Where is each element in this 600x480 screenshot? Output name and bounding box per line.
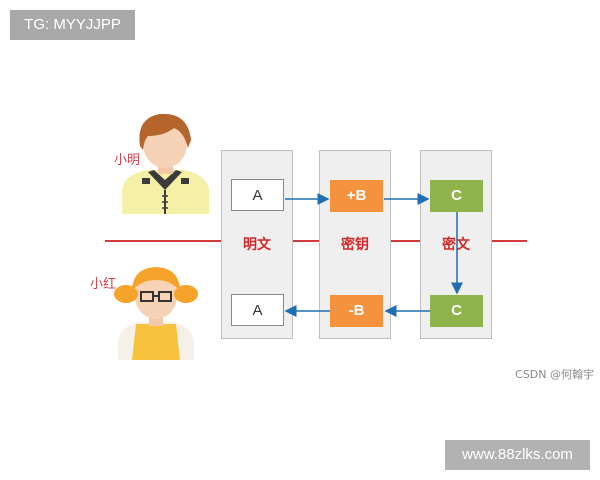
watermark-badge: www.88zlks.com	[445, 440, 590, 470]
person-label-top: 小明	[114, 153, 141, 168]
plaintext-label: 明文	[243, 237, 271, 253]
person-label-bottom: 小红	[90, 277, 117, 292]
key-label: 密钥	[341, 237, 369, 253]
ciphertext-cell-bottom: C	[430, 295, 483, 327]
ciphertext-label: 密文	[442, 237, 470, 253]
ciphertext-cell-top: C	[430, 180, 483, 212]
tg-badge: TG: MYYJJPP	[10, 10, 135, 40]
key-cell-bottom: -B	[330, 295, 383, 327]
plaintext-cell-top: A	[231, 179, 284, 211]
plaintext-cell-bottom: A	[231, 294, 284, 326]
csdn-credit: CSDN @何翰宇	[515, 368, 594, 381]
key-cell-top: +B	[330, 180, 383, 212]
female-avatar-icon	[114, 267, 198, 360]
male-avatar-icon	[122, 113, 209, 214]
divider-line	[105, 240, 527, 242]
